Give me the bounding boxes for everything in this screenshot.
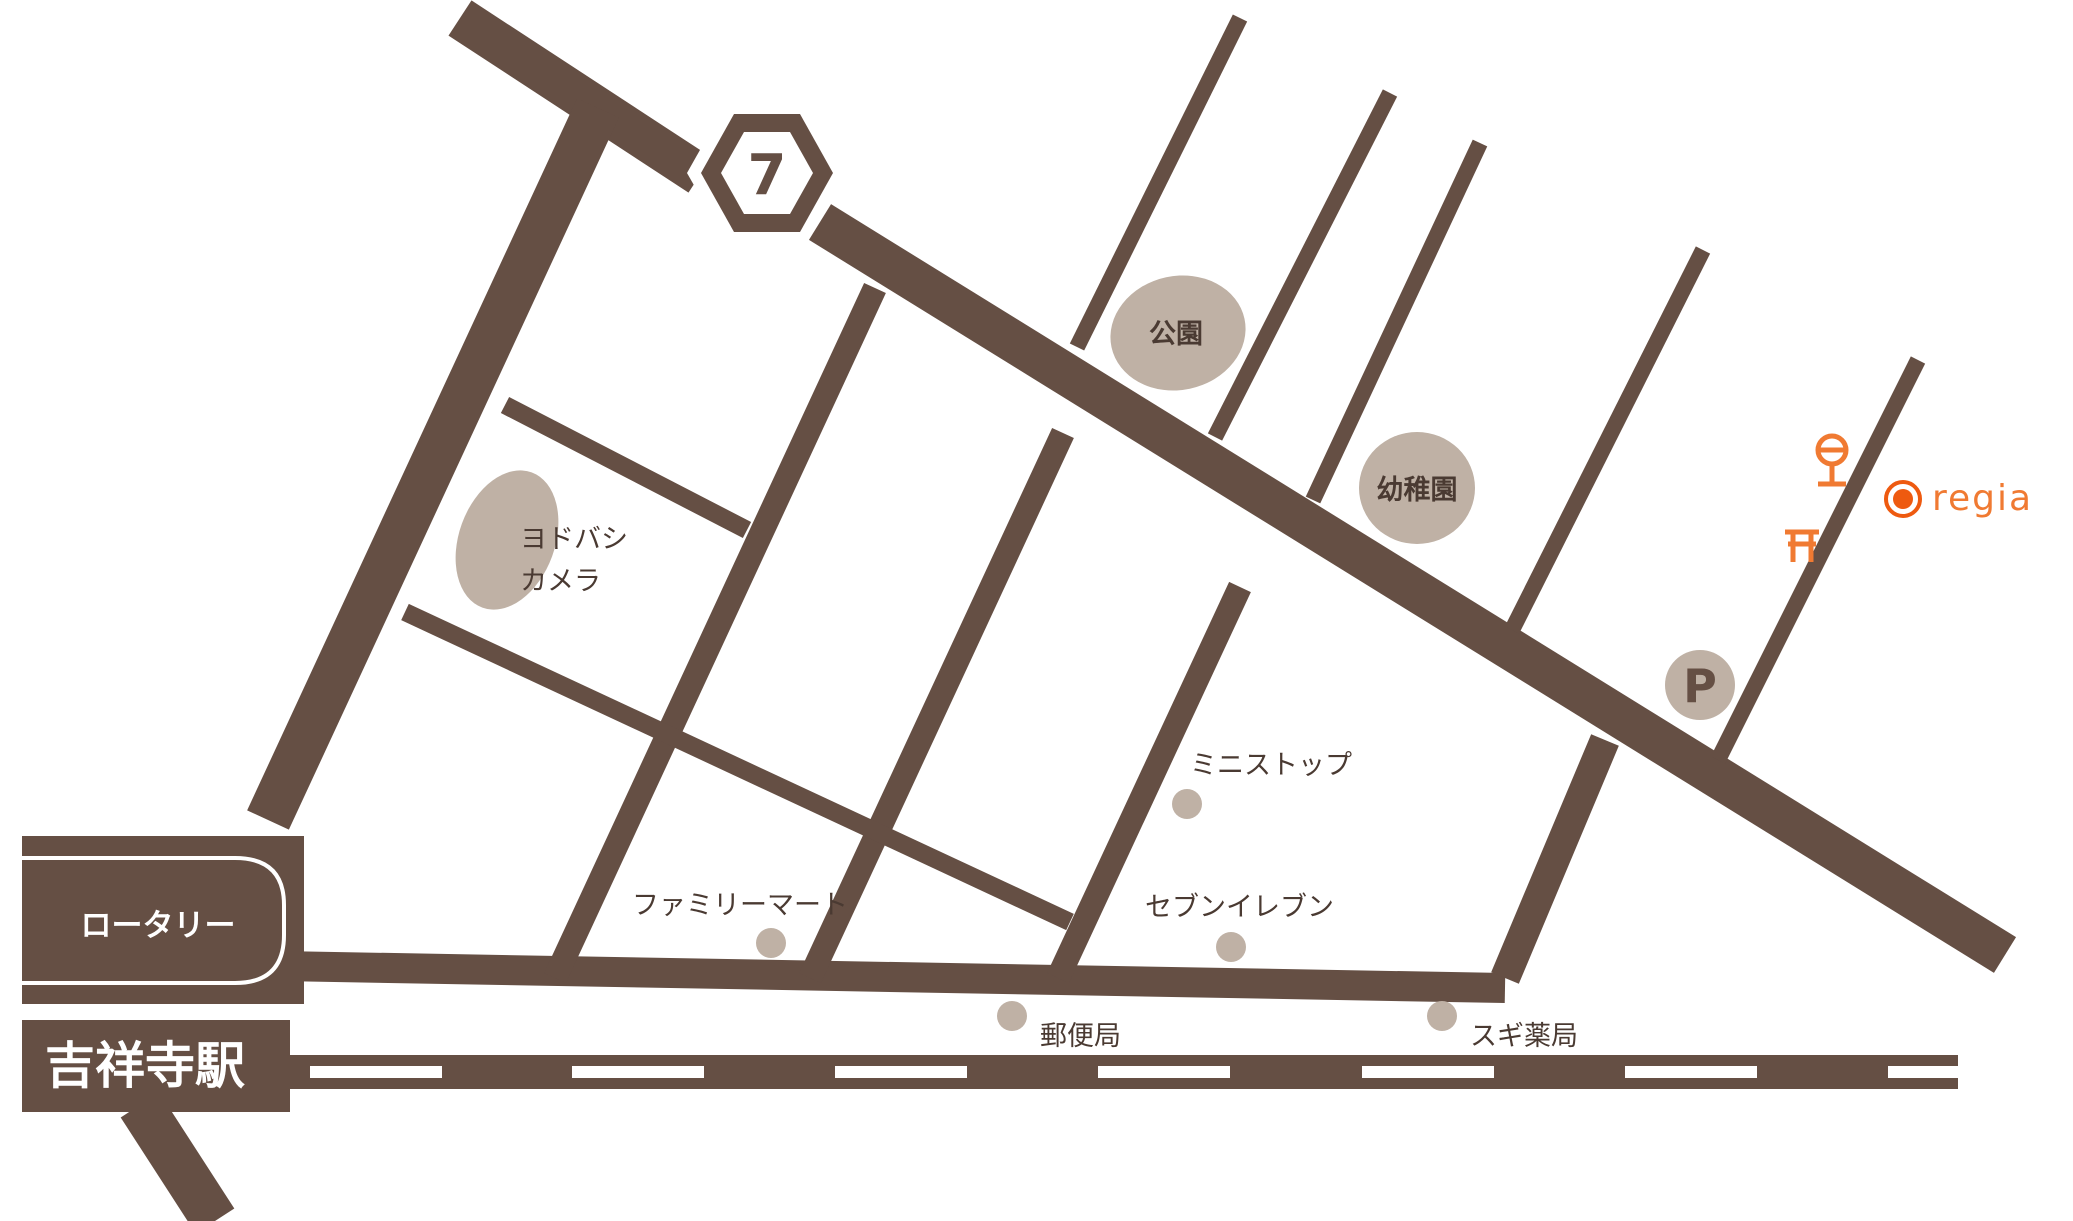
destination-cluster: regia <box>1785 433 2033 562</box>
post-office-dot <box>997 1001 1027 1031</box>
sugi-pharmacy-label: スギ薬局 <box>1470 1021 1578 1052</box>
rotary-lane <box>22 856 286 985</box>
familymart-dot <box>756 928 786 958</box>
cross-street-2 <box>401 603 1074 931</box>
railway-ties <box>310 1066 1958 1078</box>
route-7-road <box>448 0 712 193</box>
station-exit-road <box>120 1092 235 1221</box>
street-g <box>1504 246 1711 634</box>
kindergarten-area <box>1359 432 1475 544</box>
route-number: 7 <box>748 143 787 208</box>
shop-labels: ミニストップ ファミリーマート セブンイレブン 郵便局 スギ薬局 <box>632 750 1578 1052</box>
rotary-label: ロータリー <box>81 908 236 944</box>
street-a <box>544 282 886 984</box>
parking-icon: P <box>1683 659 1717 713</box>
destination-label: regia <box>1932 478 2033 519</box>
park-label: 公園 <box>1149 319 1203 350</box>
seven-eleven-dot <box>1216 932 1246 962</box>
ministop-dot <box>1172 789 1202 819</box>
main-avenue <box>808 204 2017 973</box>
right-closing-road <box>1491 734 1619 984</box>
street-d <box>1069 14 1248 351</box>
route-shield-icon: 7 <box>687 102 847 243</box>
shops <box>756 789 1457 1031</box>
post-office-label: 郵便局 <box>1040 1021 1121 1052</box>
yodobashi-label-2: カメラ <box>520 566 601 597</box>
kindergarten-label: 幼稚園 <box>1377 475 1458 506</box>
rotary-block <box>22 836 304 1004</box>
yodobashi-label-1: ヨドバシ <box>520 524 628 555</box>
station-sign <box>22 1020 290 1112</box>
shrine-torii-icon <box>1785 529 1819 562</box>
landmarks: 公園 幼稚園 ヨドバシ カメラ P <box>455 275 1735 720</box>
street-h <box>1710 356 1926 764</box>
street-b <box>799 427 1074 984</box>
street-c <box>1047 581 1251 984</box>
street-f <box>1305 139 1488 504</box>
yodobashi-area <box>455 470 559 610</box>
bus-stop-icon <box>1815 433 1849 487</box>
bottom-road <box>279 951 1506 1003</box>
sugi-pharmacy-dot <box>1427 1001 1457 1031</box>
station-name: 吉祥寺駅 <box>45 1037 245 1095</box>
park-area <box>1110 275 1246 391</box>
street-e <box>1207 89 1398 441</box>
ministop-label: ミニストップ <box>1190 750 1352 781</box>
location-marker-icon <box>1884 480 1922 518</box>
road-network <box>247 0 2017 1003</box>
cross-street-1 <box>500 397 752 538</box>
parking-circle <box>1665 650 1735 720</box>
familymart-label: ファミリーマート <box>632 890 848 921</box>
left-main-road <box>247 98 619 830</box>
station-block: ロータリー 吉祥寺駅 <box>22 836 1958 1221</box>
seven-eleven-label: セブンイレブン <box>1145 892 1334 923</box>
